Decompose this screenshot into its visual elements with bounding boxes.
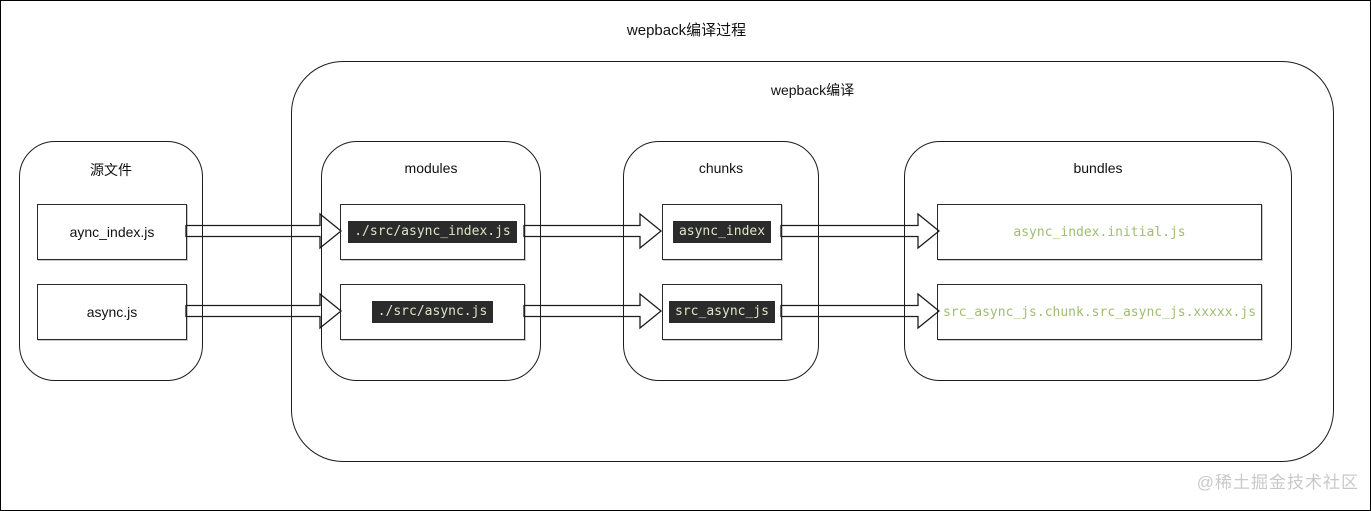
- group-modules: modules ./src/async_index.js ./src/async…: [321, 141, 541, 381]
- node-chunk-async-index-label: async_index: [672, 221, 772, 243]
- group-modules-label: modules: [404, 160, 458, 176]
- node-chunk-src-async-js-label: src_async_js: [669, 301, 775, 323]
- group-source-files: 源文件 aync_index.js async.js: [19, 141, 203, 381]
- node-module-async-label: ./src/async.js: [371, 301, 494, 323]
- node-module-async-index-label: ./src/async_index.js: [348, 221, 517, 243]
- node-source-async-label: async.js: [86, 304, 138, 320]
- group-source-files-label: 源文件: [90, 162, 132, 178]
- webpack-compile-label: wepback编译: [770, 82, 855, 98]
- group-bundles: bundles async_index.initial.js src_async…: [904, 141, 1292, 381]
- group-chunks-label: chunks: [698, 160, 744, 176]
- node-bundle-async-index-initial: async_index.initial.js: [937, 204, 1262, 260]
- node-bundle-src-async-js-chunk: src_async_js.chunk.src_async_js.xxxxx.js: [937, 284, 1262, 340]
- group-chunks: chunks async_index src_async_js: [623, 141, 819, 381]
- node-chunk-src-async-js: src_async_js: [662, 284, 782, 340]
- node-module-async-index: ./src/async_index.js: [340, 204, 525, 260]
- diagram-title: wepback编译过程: [626, 22, 747, 39]
- juejin-watermark: @稀土掘金技术社区: [1196, 473, 1359, 492]
- group-bundles-label: bundles: [1073, 160, 1123, 176]
- node-bundle-src-async-js-chunk-label: src_async_js.chunk.src_async_js.xxxxx.js: [942, 304, 1257, 320]
- webpack-compile-container: wepback编译: [291, 61, 1334, 462]
- node-module-async: ./src/async.js: [340, 284, 525, 340]
- node-source-async: async.js: [37, 284, 187, 340]
- node-source-async-index: aync_index.js: [37, 204, 187, 260]
- node-chunk-async-index: async_index: [662, 204, 782, 260]
- node-source-async-index-label: aync_index.js: [69, 224, 155, 240]
- node-bundle-async-index-initial-label: async_index.initial.js: [1013, 224, 1186, 240]
